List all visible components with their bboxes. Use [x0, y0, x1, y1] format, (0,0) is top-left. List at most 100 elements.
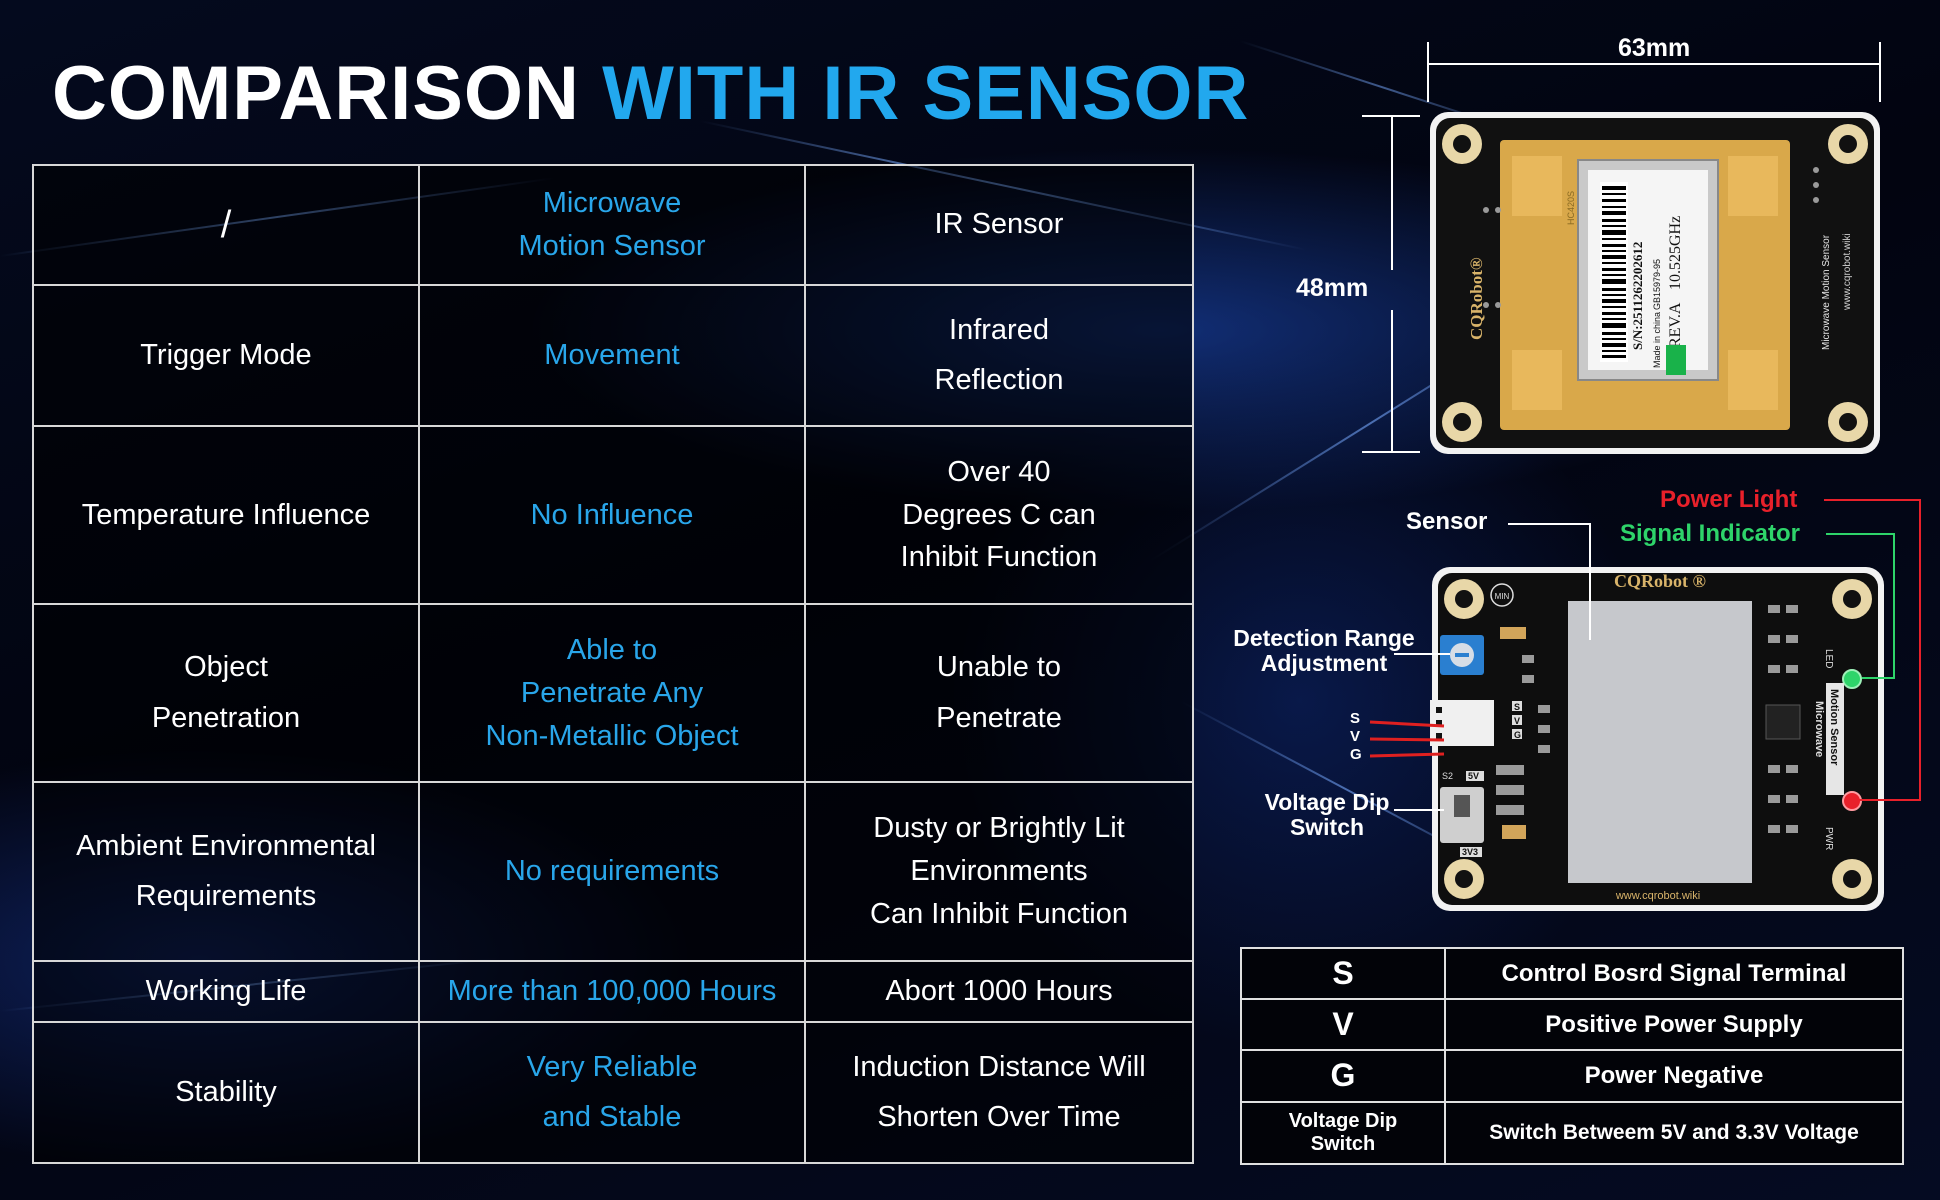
barcode-bar — [1602, 238, 1626, 240]
smd-component — [1786, 605, 1798, 613]
smd-component — [1786, 825, 1798, 833]
cell-line: No requirements — [504, 855, 720, 888]
module-cert: GB15979-95 — [1652, 259, 1662, 310]
smd-component — [1538, 725, 1550, 733]
barcode-bar — [1602, 306, 1626, 308]
barcode-bar — [1602, 312, 1626, 315]
cell-line: Penetrate — [936, 702, 1062, 735]
pin-description-cell: Positive Power Supply — [1444, 998, 1904, 1052]
switch-3v3-label: 3V3 — [1462, 847, 1478, 857]
switch-5v-label: 5V — [1468, 771, 1479, 781]
barcode-bar — [1602, 332, 1626, 335]
switch-5v-label-box — [1466, 771, 1484, 781]
mounting-hole-center — [1843, 590, 1861, 608]
smd-component — [1538, 705, 1550, 713]
cell-line: Reflection — [934, 364, 1064, 397]
row-label-cell: Trigger Mode — [32, 283, 420, 427]
sensor-board-front-image: S/N:2511262202612 GB15979-95 Made in chi… — [1430, 112, 1880, 454]
cell-line: Unable to — [936, 651, 1062, 684]
barcode-bar — [1602, 323, 1626, 328]
cell-line: Trigger Mode — [140, 338, 312, 371]
wire-label-v: V — [1350, 728, 1361, 745]
cell-line: Abort 1000 Hours — [885, 974, 1113, 1007]
row-microwave-cell: No requirements — [418, 781, 806, 962]
antenna-patch — [1512, 350, 1562, 410]
cell-line: Inhibit Function — [900, 541, 1098, 574]
smd-component — [1786, 665, 1798, 673]
sensor-callout: Sensor — [1406, 508, 1488, 535]
cell-line: Movement — [544, 338, 680, 371]
power-light-led — [1842, 791, 1862, 811]
pwr-label: PWR — [1823, 827, 1834, 850]
pin-description-cell: Switch Betweem 5V and 3.3V Voltage — [1444, 1100, 1904, 1166]
barcode-bar — [1602, 299, 1626, 303]
signal-indicator-callout: Signal Indicator — [1620, 520, 1801, 547]
pin-name-line: Switch — [1310, 1132, 1376, 1155]
wire-label-s: S — [1350, 710, 1361, 727]
smd-component — [1768, 665, 1780, 673]
power-light-callout: Power Light — [1660, 486, 1798, 513]
led-label: LED — [1823, 649, 1834, 668]
dip-switch-lever — [1454, 795, 1470, 817]
row-microwave-cell: Movement — [418, 283, 806, 427]
solder-pad — [1813, 197, 1819, 203]
callout-line: Switch — [1289, 814, 1365, 841]
smd-component — [1786, 795, 1798, 803]
title-part-2: WITH IR SENSOR — [602, 51, 1250, 136]
row-label-cell: Stability — [32, 1020, 420, 1165]
barcode-bar — [1602, 350, 1626, 352]
pin-letter-v: V — [1514, 716, 1520, 726]
cell-line: Able to — [566, 633, 658, 666]
pin-description-cell: Control Bosrd Signal Terminal — [1444, 946, 1904, 1001]
cell-line: Non-Metallic Object — [485, 719, 739, 752]
mounting-hole-center — [1839, 135, 1857, 153]
barcode-bar — [1602, 230, 1626, 235]
pin-letter-s: S — [1514, 702, 1520, 712]
barcode-bar — [1602, 219, 1626, 222]
barcode-bar — [1602, 318, 1626, 320]
solder-pad — [1813, 182, 1819, 188]
pin-name-cell: S — [1240, 946, 1446, 1001]
header-ir-label: IR Sensor — [934, 208, 1064, 241]
side-label-line: Motion Sensor — [1828, 689, 1840, 766]
pin — [1436, 720, 1442, 726]
barcode-bar — [1602, 211, 1626, 215]
board-product-name: Microwave Motion Sensor — [1821, 234, 1832, 350]
cell-line: No Influence — [530, 498, 694, 531]
switch-3v3-label-box — [1460, 847, 1482, 857]
cell-line: Dusty or Brightly Lit — [873, 812, 1125, 845]
board-website: www.cqrobot.wiki — [1615, 890, 1700, 902]
smd-resistor — [1496, 805, 1524, 815]
cell-line: Can Inhibit Function — [870, 897, 1128, 930]
solder-pad — [1813, 167, 1819, 173]
table-row: Working Life More than 100,000 Hours Abo… — [32, 959, 1194, 1023]
barcode-bar — [1602, 294, 1626, 296]
pin-name-cell: G — [1240, 1049, 1446, 1103]
header-corner-label: / — [220, 203, 232, 246]
cell-line: More than 100,000 Hours — [447, 974, 777, 1007]
mounting-hole-center — [1455, 870, 1473, 888]
cell-line: Degrees C can — [902, 498, 1096, 531]
antenna-patch — [1512, 156, 1562, 216]
smd-component — [1538, 745, 1550, 753]
pin-name-line: Voltage Dip — [1288, 1109, 1398, 1132]
mounting-hole-center — [1453, 135, 1471, 153]
barcode-bar — [1602, 193, 1626, 195]
module-frequency: 10.525GHz — [1667, 216, 1684, 290]
barcode-bar — [1602, 268, 1626, 271]
callout-line: Detection Range — [1233, 625, 1415, 651]
switch-id: S2 — [1442, 771, 1453, 781]
signal-indicator-led — [1842, 669, 1862, 689]
